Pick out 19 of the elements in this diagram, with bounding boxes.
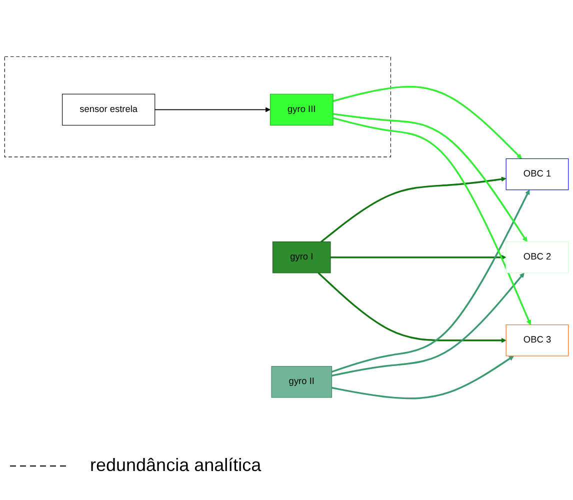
arrow [332,86,522,159]
node-box: OBC 3 [506,324,569,356]
arrow [332,117,532,326]
node-box: OBC 1 [506,158,569,190]
node-box: sensor estrela [62,94,156,126]
arrow [332,113,528,242]
arrow [320,176,506,242]
arrow [330,254,506,260]
legend-text: redundância analítica [90,455,262,476]
arrow [332,272,524,377]
cluster [4,56,392,158]
arrow [318,272,506,343]
arrow [154,107,270,112]
node-box: gyro I [272,241,331,274]
arrow [332,356,514,400]
node-box: gyro II [271,366,332,398]
node-box: OBC 2 [506,241,569,274]
arrow [332,190,530,373]
node-box: gyro III [270,94,334,126]
